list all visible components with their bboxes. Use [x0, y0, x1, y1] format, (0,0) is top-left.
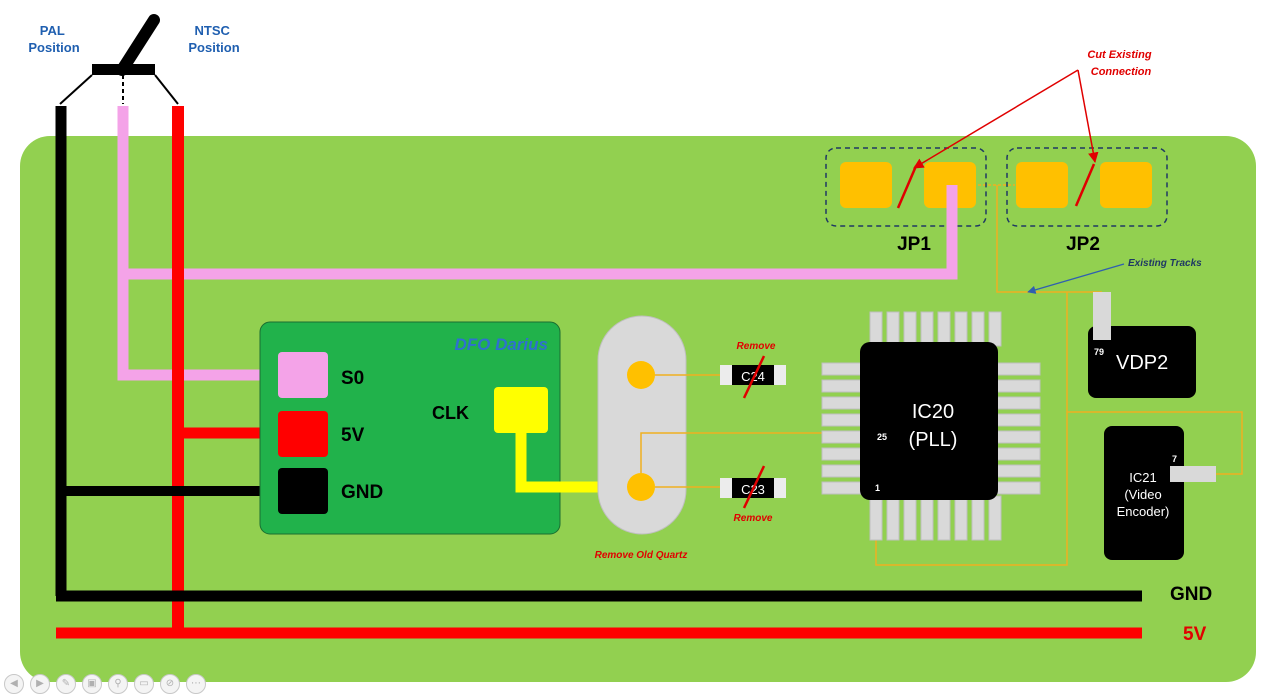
s0-pad	[278, 352, 328, 398]
ic20-pin	[993, 362, 1041, 376]
ic20-pin	[821, 447, 865, 461]
c24-capacitor: C24	[720, 355, 786, 399]
trace-ic21	[1067, 411, 1243, 475]
ic20-pin	[988, 495, 1002, 541]
ic20-pin	[993, 430, 1041, 444]
ic20-pin	[821, 396, 865, 410]
pen-icon[interactable]: ✎	[56, 674, 76, 694]
zoom-icon[interactable]: ⚲	[108, 674, 128, 694]
5v-rail-label: 5V	[1183, 624, 1207, 645]
ic20-pin	[920, 495, 934, 541]
ic20-pin	[886, 495, 900, 541]
cut-arrow-jp2	[1077, 69, 1099, 164]
ic21-name: IC21	[1129, 470, 1156, 485]
ic20-pin	[886, 311, 900, 347]
jp2-outline	[1006, 147, 1168, 227]
ic20-body	[860, 342, 998, 500]
ic20-pin	[993, 464, 1041, 478]
jp2-pad-left	[1016, 162, 1068, 208]
ic20-name: IC20	[912, 401, 954, 423]
gnd-pad	[278, 468, 328, 514]
jp1-label: JP1	[897, 234, 931, 255]
jp2-label: JP2	[1066, 234, 1100, 255]
cut-arrow-jp1	[913, 69, 1079, 169]
ic20-pin	[993, 447, 1041, 461]
s0-wire	[117, 106, 280, 381]
c23-remove-note: Remove	[734, 513, 773, 524]
ic20-pin	[821, 362, 865, 376]
ic20-pin	[821, 413, 865, 427]
vdp2-name: VDP2	[1116, 352, 1168, 374]
5v-label: 5V	[341, 425, 365, 446]
vdp2-pin-label: 79	[1094, 347, 1104, 357]
clk-label: CLK	[432, 403, 469, 423]
trace-ic20-1	[875, 292, 1068, 566]
ic20-pin	[920, 311, 934, 347]
trace-jp-down	[996, 185, 1102, 293]
ic20-pin	[993, 396, 1041, 410]
ic20-pin	[954, 495, 968, 541]
ic20-pin	[993, 379, 1041, 393]
ic20-pin	[903, 311, 917, 347]
ntsc-position-label: NTSC Position	[188, 23, 239, 55]
jp2-pad-right	[1100, 162, 1152, 208]
prev-icon[interactable]: ◀	[4, 674, 24, 694]
ic20-pin	[937, 311, 951, 347]
ic20-pin	[821, 430, 865, 444]
ic20-pin	[869, 495, 883, 541]
jp1-pad-left	[840, 162, 892, 208]
old-quartz	[597, 315, 687, 535]
ic21-sub1: (Video	[1124, 487, 1161, 502]
module-title: DFO Darius	[454, 335, 548, 354]
cut-existing-note: Cut Existing Connection	[1087, 49, 1154, 78]
ic21-sub2: Encoder)	[1117, 504, 1170, 519]
no-entry-icon[interactable]: ⊘	[160, 674, 180, 694]
ic20-pin	[988, 311, 1002, 347]
next-icon[interactable]: ▶	[30, 674, 50, 694]
ic20-pin	[903, 495, 917, 541]
ic21-chip	[1104, 426, 1184, 560]
ic20-pin	[971, 495, 985, 541]
ic21-pin-label: 7	[1172, 454, 1177, 464]
ic21-pin	[1170, 466, 1216, 482]
ic20-pin	[821, 379, 865, 393]
ic20-pin	[821, 464, 865, 478]
quartz-pad-bottom	[627, 473, 655, 501]
trace-ic20-25	[640, 432, 822, 473]
ic20-pin	[937, 495, 951, 541]
s0-label: S0	[341, 368, 364, 389]
quartz-pad-top	[627, 361, 655, 389]
ic20-pin	[954, 311, 968, 347]
clk-pad	[494, 387, 548, 433]
ic20-pin	[993, 413, 1041, 427]
ic20-pin	[971, 311, 985, 347]
pal-position-label: PAL Position	[28, 23, 79, 55]
jp1-cut-mark	[896, 165, 918, 209]
more-icon[interactable]: ⋯	[186, 674, 206, 694]
ic20-sub: (PLL)	[909, 429, 958, 451]
tracks-arrow	[1027, 263, 1125, 294]
ic20-pin25-label: 25	[877, 432, 887, 442]
viewer-toolbar: ◀ ▶ ✎ ▣ ⚲ ▭ ⊘ ⋯	[0, 674, 206, 695]
save-icon[interactable]: ▣	[82, 674, 102, 694]
c24-remove-note: Remove	[737, 341, 776, 352]
gnd-label: GND	[341, 482, 383, 503]
ic20-pin	[993, 481, 1041, 495]
gnd-rail-label: GND	[1170, 584, 1212, 605]
5v-pad	[278, 411, 328, 457]
existing-tracks-note: Existing Tracks	[1128, 258, 1202, 269]
dfo-darius-module	[259, 321, 561, 535]
vdp2-chip	[1088, 326, 1196, 398]
jp2-cut-mark	[1074, 163, 1096, 207]
jp1-outline	[825, 147, 987, 227]
ic20-pin1-label: 1	[875, 483, 880, 493]
pal-ntsc-switch[interactable]	[59, 14, 179, 105]
ic20-pin	[869, 311, 883, 347]
ic20-pin	[821, 481, 865, 495]
c23-capacitor: C23	[720, 465, 786, 509]
window-icon[interactable]: ▭	[134, 674, 154, 694]
remove-quartz-note: Remove Old Quartz	[595, 550, 688, 561]
vdp2-pin	[1093, 292, 1111, 340]
